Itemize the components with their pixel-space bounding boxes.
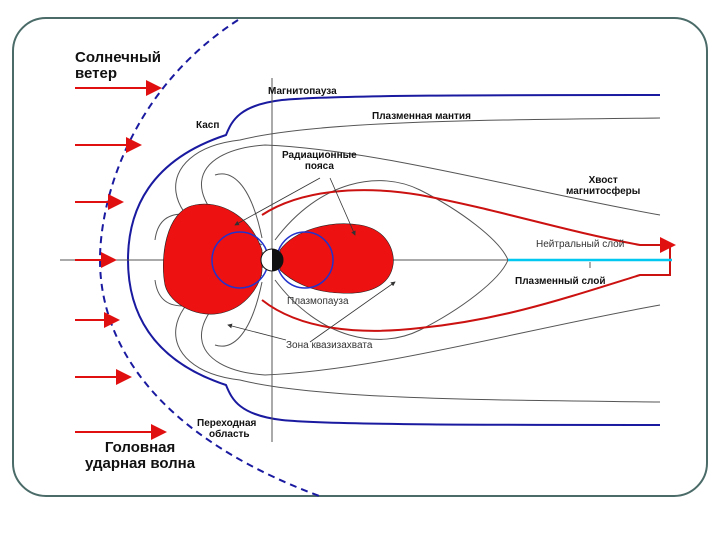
magnetopause-label: Магнитопауза: [268, 86, 337, 97]
corotation-zone-label: Зона квазизахвата: [286, 340, 373, 351]
plasma-sheet-label: Плазменный слой: [515, 276, 606, 287]
field-line: [201, 144, 661, 257]
field-line: [214, 173, 263, 239]
earth-icon: [260, 248, 284, 272]
plasma-mantle-label: Плазменная мантия: [372, 111, 471, 122]
plasmapause-label: Плазмопауза: [287, 296, 349, 307]
solar-wind-arrows: [75, 80, 167, 440]
cusp-label: Касп: [196, 120, 220, 131]
plasma-sheet-boundary: [261, 189, 671, 332]
neutral-sheet-label: Нейтральный слой: [536, 239, 625, 250]
field-line: [201, 263, 661, 376]
radiation-belt-right: [279, 223, 394, 294]
field-line: [214, 281, 263, 347]
label-pointers: [227, 177, 591, 343]
